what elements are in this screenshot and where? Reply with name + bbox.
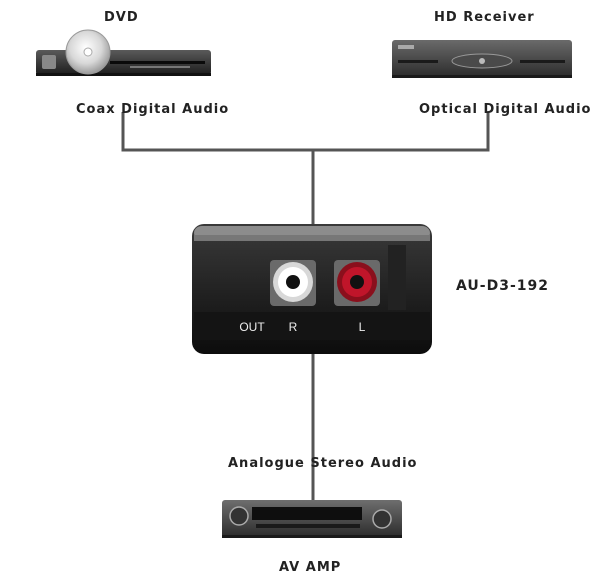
hd-receiver-icon	[392, 40, 572, 78]
converter-device-icon: OUT R L	[192, 224, 432, 354]
port-r-label: R	[289, 320, 298, 334]
port-l-label: L	[359, 320, 366, 334]
coax-cable	[121, 112, 313, 152]
av-amp-label: AV AMP	[279, 560, 342, 575]
dvd-label: DVD	[104, 10, 139, 25]
rca-red-jack	[334, 260, 380, 306]
converter-model-label: AU-D3-192	[456, 278, 549, 294]
analogue-stereo-audio-label: Analogue Stereo Audio	[228, 456, 418, 471]
av-amp-icon	[222, 500, 402, 538]
dvd-player-icon	[36, 29, 211, 76]
cables	[121, 112, 490, 500]
rca-white-jack	[270, 260, 316, 306]
port-out-label: OUT	[239, 320, 265, 334]
optical-digital-audio-label: Optical Digital Audio	[419, 102, 592, 117]
hd-receiver-label: HD Receiver	[434, 10, 535, 25]
optical-cable	[313, 112, 490, 152]
coax-digital-audio-label: Coax Digital Audio	[76, 102, 230, 117]
